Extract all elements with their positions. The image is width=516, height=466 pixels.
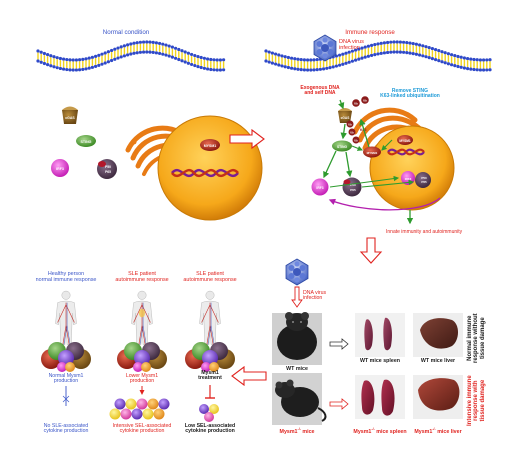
panel-title-immune: Immune response [345,29,395,36]
human-figures [55,290,221,345]
wt-liver-label: WT mice liver [420,358,456,364]
mysm1-protein-right: MYSM1 [399,139,411,143]
virus-label-top: DNA virus infection [339,39,364,51]
ko-spleen-label: Mysm1-/- mice spleen [353,427,407,435]
dna-virus-icon-mice [285,258,309,286]
ko-mouse-photo [272,373,327,425]
arrow-wt-organs [329,338,349,350]
svg-text:IRF3: IRF3 [316,186,323,190]
col1-title: Healthy person normal immune response [35,271,97,283]
intensive-response-side-label: Intensive immune response with tissue da… [467,375,486,426]
normal-response-side-label: Normal immune response without tissue da… [467,313,486,363]
svg-text:Ub: Ub [354,102,358,106]
virus-arrow-mice [291,286,303,308]
cytokine-balls-col3 [199,404,219,422]
cell-membrane-right [264,40,492,72]
svg-text:Ub: Ub [363,99,367,103]
col1-bottom-label: No SLE-associated cytokine production [43,423,89,435]
col2-title: SLE patient autoimmune response [115,271,169,283]
svg-text:STING: STING [337,145,348,149]
svg-text:Ub: Ub [354,139,358,143]
wt-liver-photo [413,313,463,357]
nucleus-right: MYSM1 IRF3 P50 P65 [369,125,455,211]
arrow-down [359,237,383,264]
svg-text:P50: P50 [105,165,111,169]
svg-text:K63: K63 [360,128,366,132]
irf3-protein-right: IRF3 [311,178,329,196]
svg-text:P50: P50 [350,183,356,187]
svg-text:IRF3: IRF3 [405,177,412,181]
wt-mouse-photo [272,312,322,365]
arrow-right-top [229,128,265,150]
sting-protein-right: STING [332,140,352,152]
col3-bottom-label: Low SEL-associated cytokine production [184,423,236,435]
nfkb-protein-left: P50 P65 [97,159,117,179]
svg-text:P65: P65 [421,180,427,184]
irf3-label-left: IRF3 [56,167,64,171]
cgas-protein-left: cGAS [62,106,78,124]
svg-text:MYSM1: MYSM1 [367,151,378,155]
arrow-left-bottom [231,365,267,387]
svg-text:cGAS: cGAS [341,116,350,120]
panel-title-normal: Normal condition [102,29,150,36]
arrow-ko-organs [329,398,349,410]
ko-mice-label: Mysm1-/- mice [279,427,315,435]
cell-membrane-left [36,40,226,72]
svg-text:P65: P65 [105,170,111,174]
col3-inhibit [205,385,215,399]
svg-text:Ub: Ub [350,131,354,135]
col3-mid-label: Mysm1 treatment [198,370,222,382]
ubiquitin-chain: Ub Ub Ub Ub Ub K63 [346,96,369,144]
col1-mid-label: Normal Mysm1 production [48,373,84,385]
col3-title: SLE patient autoimmune response [183,271,237,283]
ko-spleen-photo [355,375,405,419]
innate-immunity-label: Innate immunity and autoimmunity [386,229,463,235]
svg-text:Ub: Ub [348,123,352,127]
col1-arrow [62,386,70,406]
svg-text:P65: P65 [350,188,356,192]
wt-spleen-photo [355,313,405,357]
wt-spleen-label: WT mice spleen [359,358,401,364]
pathway-arrows [323,99,441,225]
cgas-protein-right: cGAS [338,108,352,123]
col2-bottom-label: Intensive SEL-associated cytokine produc… [112,423,172,435]
svg-text:P50: P50 [421,176,427,180]
cytokine-balls-col2 [109,398,170,420]
exogenous-dna-label: Exogenous DNA and self DNA [300,85,340,97]
ko-liver-label: Mysm1-/- mice liver [414,427,462,435]
virus-label-mice: DNA virus infection [303,290,327,302]
mysm1-protein-left: MYSM1 [204,144,217,148]
dna-virus-icon-top [313,34,337,62]
cgas-label-left: cGAS [65,116,75,120]
nfkb-protein-right: P50 P65 [342,177,362,197]
sting-label-left: STING [81,140,92,144]
wt-mice-label: WT mice [286,366,308,372]
immune-cell-clusters [41,342,235,372]
col2-mid-label: Lower Mysm1 production [125,373,159,385]
ko-liver-photo [413,375,463,419]
remove-sting-label: Remove STING K63-linked ubiquitination [380,88,440,100]
irf3-protein-left: IRF3 [51,159,69,177]
mysm1-enzyme: MYSM1 [363,146,381,158]
nucleus-left: MYSM1 [157,115,263,221]
sting-protein-left: STING [76,135,96,147]
